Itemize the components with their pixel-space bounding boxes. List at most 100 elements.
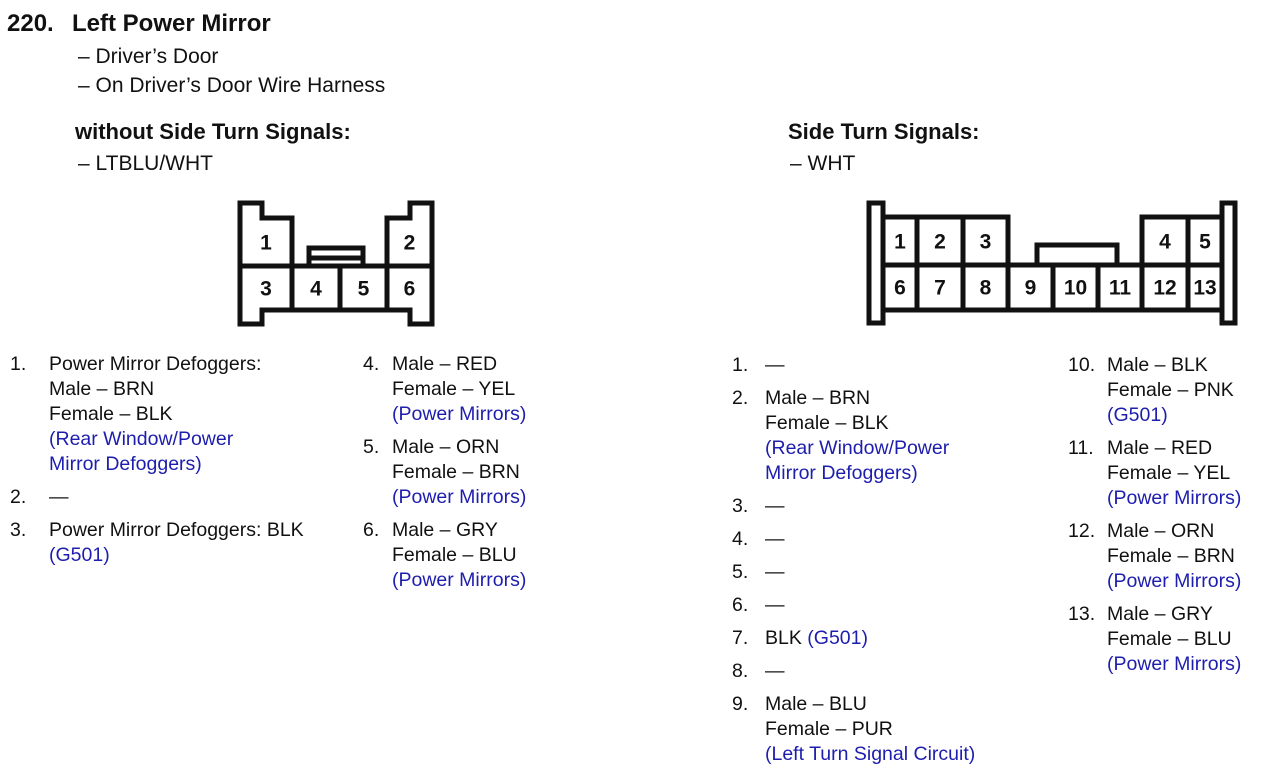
pin-line: — <box>765 560 1062 585</box>
pin-line: Male – BLK <box>1107 353 1258 378</box>
wire-text: — <box>765 594 785 616</box>
wire-text: — <box>765 561 785 583</box>
pin-line: — <box>765 593 1062 618</box>
connector-pin-13: 13 <box>1193 277 1216 300</box>
pin-line: Female – PNK <box>1107 378 1258 403</box>
connector-pin-5: 5 <box>1199 231 1211 254</box>
connector-pin-10: 10 <box>1064 277 1087 300</box>
pin-description: Male – GRY Female – BLU (Power Mirrors) <box>392 518 663 593</box>
section-heading-without-side-turn-signals: without Side Turn Signals: <box>75 119 351 144</box>
pin-item-3: 3. Power Mirror Defoggers: BLK (G501) <box>10 518 355 568</box>
wiring-diagram-page: { "page": { "background": "#ffffff", "te… <box>7 10 1258 765</box>
pin-item-7: 7.BLK (G501) <box>732 626 1062 651</box>
connector-pin-6: 6 <box>404 278 416 301</box>
pin-line: — <box>49 485 355 510</box>
circuit-reference: (Power Mirrors) <box>392 486 527 508</box>
wire-text: Female – BLK <box>765 412 889 434</box>
pin-line: Female – BLU <box>1107 627 1258 652</box>
wire-text: — <box>765 528 785 550</box>
pin-line: — <box>765 353 1062 378</box>
pin-line: Male – GRY <box>1107 602 1258 627</box>
wire-text: Female – PNK <box>1107 379 1234 401</box>
pin-number-label: 6. <box>732 594 749 616</box>
pin-line: Female – YEL <box>1107 461 1258 486</box>
pin-description: — <box>765 527 1062 552</box>
pin-description: Male – BRN Female – BLK (Rear Window/Power… <box>765 386 1062 486</box>
pin-line: Female – BRN <box>1107 544 1258 569</box>
circuit-reference: (Rear Window/Power <box>765 437 950 459</box>
pin-line: (Power Mirrors) <box>1107 652 1258 677</box>
connector-grid-lines <box>880 217 1225 310</box>
pin-description: — <box>49 485 355 510</box>
pin-line: (Power Mirrors) <box>392 568 663 593</box>
pin-number-label: 2. <box>732 387 749 409</box>
pin-line: — <box>765 527 1062 552</box>
location-note-1: – Driver’s Door <box>78 45 219 68</box>
pin-line: (Power Mirrors) <box>392 402 663 427</box>
wire-text: Male – RED <box>392 353 498 375</box>
wire-text: Female – BLU <box>1107 628 1232 650</box>
pin-line: (Rear Window/Power <box>765 436 1062 461</box>
pin-line: (Left Turn Signal Circuit) <box>765 742 1062 767</box>
pin-number-label: 10. <box>1068 354 1096 376</box>
page-title: Left Power Mirror <box>72 10 271 37</box>
wire-text: Male – GRY <box>1107 603 1213 625</box>
pin-number-label: 8. <box>732 660 749 682</box>
pin-number-label: 2. <box>10 486 27 508</box>
pin-description: — <box>765 560 1062 585</box>
pin-number-label: 5. <box>363 436 380 458</box>
pin-line: Male – BLU <box>765 692 1062 717</box>
connector-pin-4: 4 <box>1159 231 1171 254</box>
connector-pin-2: 2 <box>934 231 946 254</box>
pin-line: Male – BRN <box>765 386 1062 411</box>
item-number: 220. <box>7 10 54 37</box>
pin-line: Male – GRY <box>392 518 663 543</box>
circuit-reference: (Left Turn Signal Circuit) <box>765 743 976 765</box>
pin-line: Female – YEL <box>392 377 663 402</box>
wire-text: Power Mirror Defoggers: BLK <box>49 519 304 541</box>
pin-number-label: 12. <box>1068 520 1096 542</box>
wire-text: Male – BRN <box>765 387 871 409</box>
connector-pin-8: 8 <box>980 277 992 300</box>
pin-line: BLK (G501) <box>765 626 1062 651</box>
pin-line: Female – BLU <box>392 543 663 568</box>
circuit-reference: (Power Mirrors) <box>1107 487 1242 509</box>
circuit-reference: (G501) <box>49 544 110 566</box>
wire-text: Female – BRN <box>1107 545 1235 567</box>
wire-color-right: – WHT <box>790 152 856 175</box>
pin-line: (G501) <box>49 543 355 568</box>
wire-text: Male – GRY <box>392 519 498 541</box>
pin-number-label: 1. <box>732 354 749 376</box>
circuit-reference: (G501) <box>807 627 868 649</box>
wire-text: Female – BLK <box>49 403 173 425</box>
pin-number-label: 3. <box>10 519 27 541</box>
pin-item-2: 2. Male – BRN Female – BLK (Rear Window/Pow… <box>732 386 1062 486</box>
pin-item-6: 6. — <box>732 593 1062 618</box>
section-heading-side-turn-signals: Side Turn Signals: <box>788 119 980 144</box>
pin-item-3: 3.— <box>732 494 1062 519</box>
pin-number-label: 9. <box>732 693 749 715</box>
wire-text: Male – RED <box>1107 437 1213 459</box>
pin-line: (G501) <box>1107 403 1258 428</box>
pin-item-4: 4.— <box>732 527 1062 552</box>
connector-pin-1: 1 <box>260 232 272 255</box>
wire-text: Female – BLU <box>392 544 517 566</box>
pin-description: BLK (G501) <box>765 626 1062 651</box>
pin-line: (Power Mirrors) <box>1107 486 1258 511</box>
pin-number-label: 5. <box>732 561 749 583</box>
circuit-reference: (Power Mirrors) <box>392 569 527 591</box>
pin-line: Mirror Defoggers) <box>765 461 1062 486</box>
